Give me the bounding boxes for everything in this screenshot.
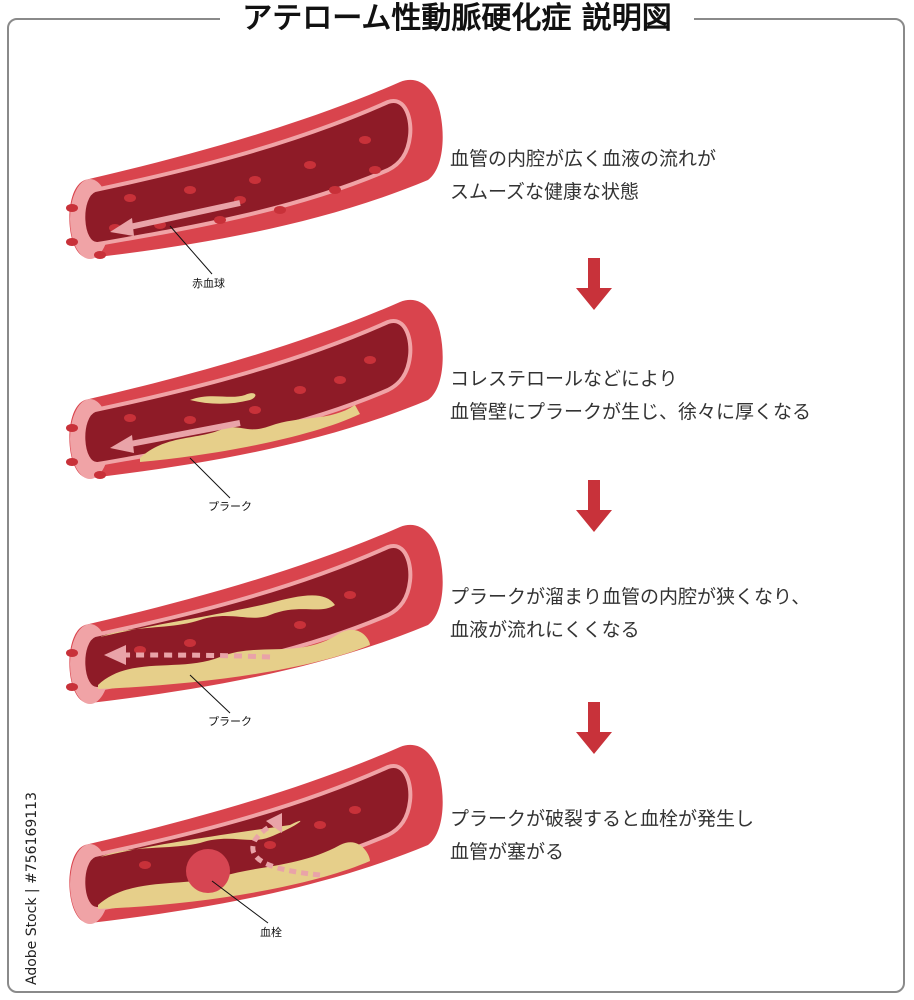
vessel-narrowed: プラーク: [66, 524, 443, 728]
down-arrow-icon: [576, 480, 612, 532]
stage-4-line-2: 血管が塞がる: [450, 841, 565, 863]
label-plaque-2: プラーク: [208, 715, 252, 728]
plaque-deposit: [140, 405, 360, 462]
plaque-thick: [98, 629, 370, 689]
stage-4-line-1: プラークが破裂すると血栓が発生し: [450, 808, 755, 830]
stage-2-line-1: コレステロールなどにより: [450, 368, 678, 390]
stage-4-description: プラークが破裂すると血栓が発生し 血管が塞がる: [450, 803, 754, 869]
stage-2-description: コレステロールなどにより 血管壁にプラークが生じ、徐々に厚くなる: [450, 363, 811, 429]
flow-arrow: [110, 200, 241, 236]
stock-credit: Adobe Stock | #756169113: [24, 792, 40, 985]
stage-2-line-2: 血管壁にプラークが生じ、徐々に厚くなる: [450, 401, 812, 423]
label-plaque-1: プラーク: [208, 500, 252, 513]
down-arrow-icon: [576, 258, 612, 310]
label-red-blood-cell: 赤血球: [192, 276, 225, 290]
stage-3-line-2: 血液が流れにくくなる: [450, 619, 640, 641]
vessel-healthy: 赤血球: [66, 79, 443, 290]
dashed-reflux-arrow: [250, 813, 321, 878]
dashed-flow-arrow: [104, 645, 271, 665]
thrombus: [186, 849, 230, 893]
down-arrow-icon: [576, 702, 612, 754]
stage-3-line-1: プラークが溜まり血管の内腔が狭くなり、: [450, 586, 811, 608]
stage-1-description: 血管の内腔が広く血液の流れが スムーズな健康な状態: [450, 143, 716, 209]
vessel-thrombus: 血栓: [69, 744, 443, 939]
stage-1-line-1: 血管の内腔が広く血液の流れが: [450, 148, 717, 170]
stage-3-description: プラークが溜まり血管の内腔が狭くなり、 血液が流れにくくなる: [450, 581, 810, 647]
label-thrombus: 血栓: [260, 925, 282, 939]
stage-1-line-2: スムーズな健康な状態: [450, 181, 640, 203]
page-title: アテローム性動脈硬化症 説明図: [0, 0, 914, 38]
vessel-plaque-forming: プラーク: [66, 299, 443, 513]
